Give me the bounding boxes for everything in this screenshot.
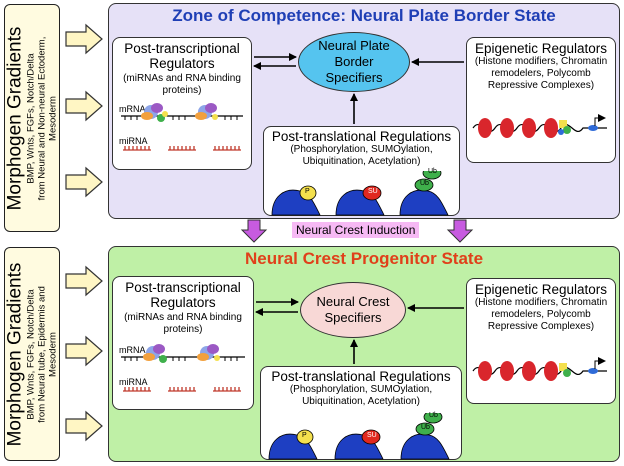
mrna-label-top: mRNA [119, 104, 146, 114]
ub-label-bottom-1: Ub [421, 424, 430, 431]
epigenetic-sub-bottom-2: remodelers, Polycomb [491, 309, 591, 320]
zone-title-top: Zone of Competence: Neural Plate Border … [172, 6, 556, 25]
phospho-icon [299, 185, 317, 201]
ubiquitin-icon [422, 171, 442, 180]
epigenetic-panel-bottom: Epigenetic Regulators (Histone modifiers… [466, 278, 616, 404]
sumo-icon [361, 429, 381, 445]
transcriptional-sub-top-2: proteins) [162, 85, 202, 96]
protein-mods-bottom [268, 413, 450, 460]
epigenetic-sub-bottom-3: Repressive Complexes) [487, 321, 595, 332]
transcriptional-title-top-1: Post-transcriptional [124, 41, 240, 56]
transcriptional-sub-bottom-1: (miRNAs and RNA binding [124, 312, 242, 323]
transcriptional-panel-bottom: Post-transcriptional Regulators (miRNAs … [112, 276, 254, 410]
transcriptional-sub-top-1: (miRNAs and RNA binding [123, 73, 241, 84]
mrna-illustration-bottom [121, 344, 245, 392]
epigenetic-sub-top-1: (Histone modifiers, Chromatin [474, 56, 608, 67]
ubiquitin-icon [414, 178, 434, 192]
epigenetic-panel-top: Epigenetic Regulators (Histone modifiers… [466, 37, 616, 163]
specifiers-top-1: Neural Plate [318, 38, 390, 53]
ubiquitin-icon [415, 422, 435, 436]
translational-panel-bottom: Post-translational Regulations (Phosphor… [260, 366, 462, 460]
morphogen-arrow-bottom-1 [65, 265, 103, 297]
mrna-illustration-top [121, 103, 243, 151]
transcriptional-title-bottom-2: Regulators [150, 295, 216, 310]
ub-label-top-2: Ub [428, 168, 437, 175]
ubiquitin-icon [423, 413, 443, 424]
transcriptional-sub-bottom-2: proteins) [163, 324, 203, 335]
morphogen-arrow-top-2 [65, 90, 103, 122]
morphogen-arrow-bottom-2 [65, 335, 103, 367]
translational-panel-top: Post-translational Regulations (Phosphor… [263, 126, 460, 216]
specifiers-ellipse-top: Neural Plate Border Specifiers [298, 32, 410, 92]
translational-sub-bottom-2: Ubiquitination, Acetylation) [302, 396, 420, 407]
induction-arrows [240, 219, 474, 243]
epigenetic-sub-bottom-1: (Histone modifiers, Chromatin [474, 297, 608, 308]
p-label-bottom: P [302, 432, 307, 439]
p-label-top: P [305, 188, 310, 195]
ub-label-bottom-2: Ub [429, 412, 438, 419]
rbp-complex-icon [143, 344, 167, 363]
zone-title-bottom: Neural Crest Progenitor State [244, 249, 484, 268]
specifiers-top-3: Specifiers [325, 70, 383, 85]
epigenetic-sub-top-3: Repressive Complexes) [487, 80, 595, 91]
translational-sub-top-1: (Phosphorylation, SUMOylation, [290, 144, 433, 155]
rbp-complex-icon [197, 344, 220, 361]
morphogen-panel-top: Morphogen Gradients BMP, Wnts, FGFs, Not… [4, 4, 60, 232]
rbp-complex-icon [141, 103, 168, 122]
morphogen-arrow-top-3 [65, 166, 103, 198]
epigenetic-title-top: Epigenetic Regulators [474, 41, 608, 56]
epigenetic-sub-top-2: remodelers, Polycomb [491, 68, 591, 79]
mirna-label-top: miRNA [119, 136, 148, 146]
mirna-icon [123, 146, 241, 151]
chromatin-icon-top [472, 114, 607, 138]
rbp-complex-icon [195, 103, 218, 120]
mirna-icon [123, 387, 241, 392]
translational-sub-bottom-1: (Phosphorylation, SUMOylation, [289, 384, 433, 395]
ub-label-top-1: Ub [420, 180, 429, 187]
specifiers-bottom-1: Neural Crest [316, 294, 390, 309]
chromatin-icon-bottom [472, 357, 607, 381]
connectors-top [253, 53, 464, 124]
morphogen-arrow-bottom-3 [65, 410, 103, 442]
morphogen-arrow-top-1 [65, 23, 103, 55]
translational-title-top: Post-translational Regulations [271, 129, 452, 144]
induction-label: Neural Crest Induction [292, 222, 420, 238]
transcriptional-panel-top: Post-transcriptional Regulators (miRNAs … [112, 37, 252, 170]
induction-arrow-left [240, 219, 268, 243]
specifiers-bottom-2: Specifiers [324, 310, 382, 325]
specifiers-ellipse-bottom: Neural Crest Specifiers [300, 282, 406, 338]
specifiers-top-2: Border [334, 54, 374, 69]
transcriptional-title-top-2: Regulators [149, 56, 215, 71]
su-label-bottom: SU [367, 432, 377, 439]
mrna-label-bottom: mRNA [119, 345, 146, 355]
morphogen-panel-bottom: Morphogen Gradients BMP, Wnts, FGFs, Not… [4, 247, 60, 461]
induction-arrow-right [446, 219, 474, 243]
morphogen-arrows-top [65, 23, 103, 198]
translational-sub-top-2: Ubiquitination, Acetylation) [302, 156, 421, 167]
phospho-icon [296, 429, 314, 445]
su-label-top: SU [368, 188, 378, 195]
transcriptional-title-bottom-1: Post-transcriptional [125, 280, 241, 295]
sumo-icon [362, 185, 382, 201]
morphogen-arrows-bottom [65, 265, 103, 442]
protein-mods-top [271, 171, 449, 216]
translational-title-bottom: Post-translational Regulations [271, 369, 451, 384]
mirna-label-bottom: miRNA [119, 377, 148, 387]
epigenetic-title-bottom: Epigenetic Regulators [474, 282, 608, 297]
